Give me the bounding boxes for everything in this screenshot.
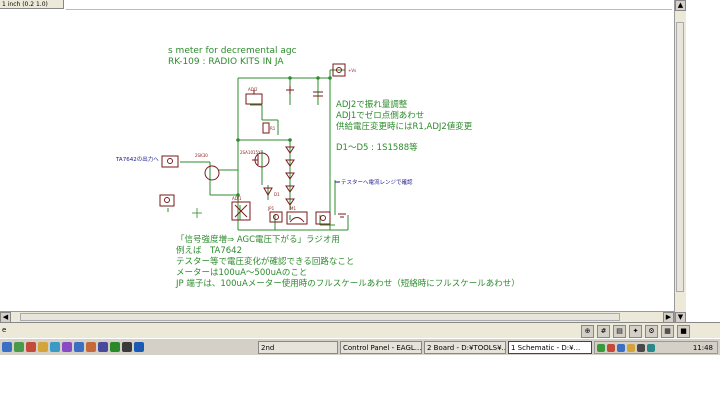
label-q1: 2SA1015Y (240, 150, 261, 155)
tray-icon-6[interactable] (647, 343, 655, 352)
scroll-up-icon[interactable]: ▲ (675, 0, 686, 11)
note-bottom-5: JP 端子は、100uAメーター使用時のフルスケールあわせ（短絡時にフルスケール… (175, 278, 520, 289)
crosshair-icon (192, 208, 202, 218)
jp-jumper[interactable] (269, 211, 283, 223)
task-button-control-panel[interactable]: Control Panel - EAGL... (340, 341, 422, 354)
junctions (236, 76, 332, 197)
q2-transistor[interactable] (204, 165, 220, 181)
explorer-icon[interactable] (14, 342, 24, 352)
note-bottom-4: メーターは100uA～500uAのこと (176, 268, 307, 278)
diode-note: D1～D5 : 1S1588等 (336, 142, 418, 153)
app-icon-5[interactable] (98, 342, 108, 352)
adj1-trimmer[interactable] (231, 201, 251, 221)
task-button-2nd[interactable]: 2nd (258, 341, 338, 354)
label-jp: JP1 (267, 206, 275, 211)
vertical-scroll-thumb[interactable] (676, 22, 684, 292)
clock: 11:48 (692, 343, 713, 352)
top-ruler (66, 0, 672, 10)
meter-connector[interactable] (315, 211, 331, 225)
tray-icon-3[interactable] (617, 343, 625, 352)
r1-resistor[interactable] (262, 122, 270, 134)
app-icon-1[interactable] (26, 342, 36, 352)
note-right-1: ADJ2で振れ量調整 (336, 99, 408, 110)
schematic-title: s meter for decremental agc (168, 46, 297, 56)
vertical-scrollbar[interactable]: ▲ ▼ (674, 0, 686, 323)
app-icon-6[interactable] (110, 342, 120, 352)
ground-connector[interactable] (159, 194, 175, 207)
note-bottom-1: 「信号強度増⇒ AGC電圧下がる」ラジオ用 (176, 234, 340, 245)
windows-taskbar: 2nd Control Panel - EAGL... 2 Board - D:… (0, 338, 720, 356)
zoom-icon[interactable]: ⊕ (581, 325, 594, 338)
quick-launch (2, 342, 144, 352)
tray-icon-5[interactable] (637, 343, 645, 352)
note-bottom-2: 例えば TA7642 (176, 245, 242, 256)
stop-icon[interactable]: ■ (677, 325, 690, 338)
horizontal-scroll-thumb[interactable] (20, 313, 620, 321)
ie-icon[interactable] (74, 342, 84, 352)
app-icon-2[interactable] (38, 342, 48, 352)
horizontal-scrollbar[interactable]: ◀ ▶ (0, 311, 674, 323)
meter-note: テスターへ電流レンジで確認 (341, 178, 413, 186)
label-r1: R1 (270, 126, 276, 131)
system-tray: 11:48 (594, 341, 718, 354)
tray-icon-4[interactable] (627, 343, 635, 352)
app-icon-3[interactable] (50, 342, 60, 352)
layer-icon[interactable]: ▤ (613, 325, 626, 338)
note-bottom-3: テスター等で電圧変化が確認できる回路なこと (176, 256, 354, 267)
status-text: e (2, 326, 7, 334)
tray-icon-2[interactable] (607, 343, 615, 352)
label-meter: M1 (290, 206, 296, 211)
word-icon[interactable] (134, 342, 144, 352)
label-q2: 2SK30 (195, 153, 208, 158)
tool-icon[interactable]: ⚙ (645, 325, 658, 338)
adj2-trimmer[interactable] (245, 93, 263, 105)
desktop-icon[interactable] (2, 342, 12, 352)
label-vdd: +Vs (348, 68, 356, 73)
task-button-schematic[interactable]: 1 Schematic - D:¥... (508, 341, 592, 354)
input-label: TA7642の出力へ (115, 155, 159, 163)
part-icon[interactable]: ▦ (661, 325, 674, 338)
firefox-icon[interactable] (86, 342, 96, 352)
status-bar: e ⊕ # ▤ ✦ ⚙ ▦ ■ (0, 322, 720, 339)
pin-icon[interactable]: ✦ (629, 325, 642, 338)
input-connector[interactable] (161, 155, 179, 168)
tray-icon-1[interactable] (597, 343, 605, 352)
label-adj2: ADJ2 (248, 87, 258, 92)
blank-area (0, 355, 720, 405)
note-right-3: 供給電圧変更時にはR1,ADJ2値変更 (336, 121, 473, 132)
status-icons: ⊕ # ▤ ✦ ⚙ ▦ ■ (581, 325, 690, 338)
app-icon-4[interactable] (62, 342, 72, 352)
power-connector[interactable] (332, 63, 346, 77)
task-button-board[interactable]: 2 Board - D:¥TOOLS¥... (424, 341, 506, 354)
diode-string[interactable] (285, 146, 295, 206)
label-d: D1 (274, 192, 280, 197)
schematic-subtitle: RK-109 : RADIO KITS IN JA (168, 57, 284, 67)
coordinate-display: 1 inch (0.2 1.0) (0, 0, 64, 9)
meter[interactable] (286, 211, 308, 225)
note-right-2: ADJ1でゼロ点側あわせ (336, 110, 424, 121)
grid-icon[interactable]: # (597, 325, 610, 338)
schematic-canvas[interactable]: s meter for decremental agc RK-109 : RAD… (0, 10, 672, 310)
parts-group (159, 63, 346, 225)
label-adj1: ADJ1 (232, 196, 242, 201)
app-icon-7[interactable] (122, 342, 132, 352)
